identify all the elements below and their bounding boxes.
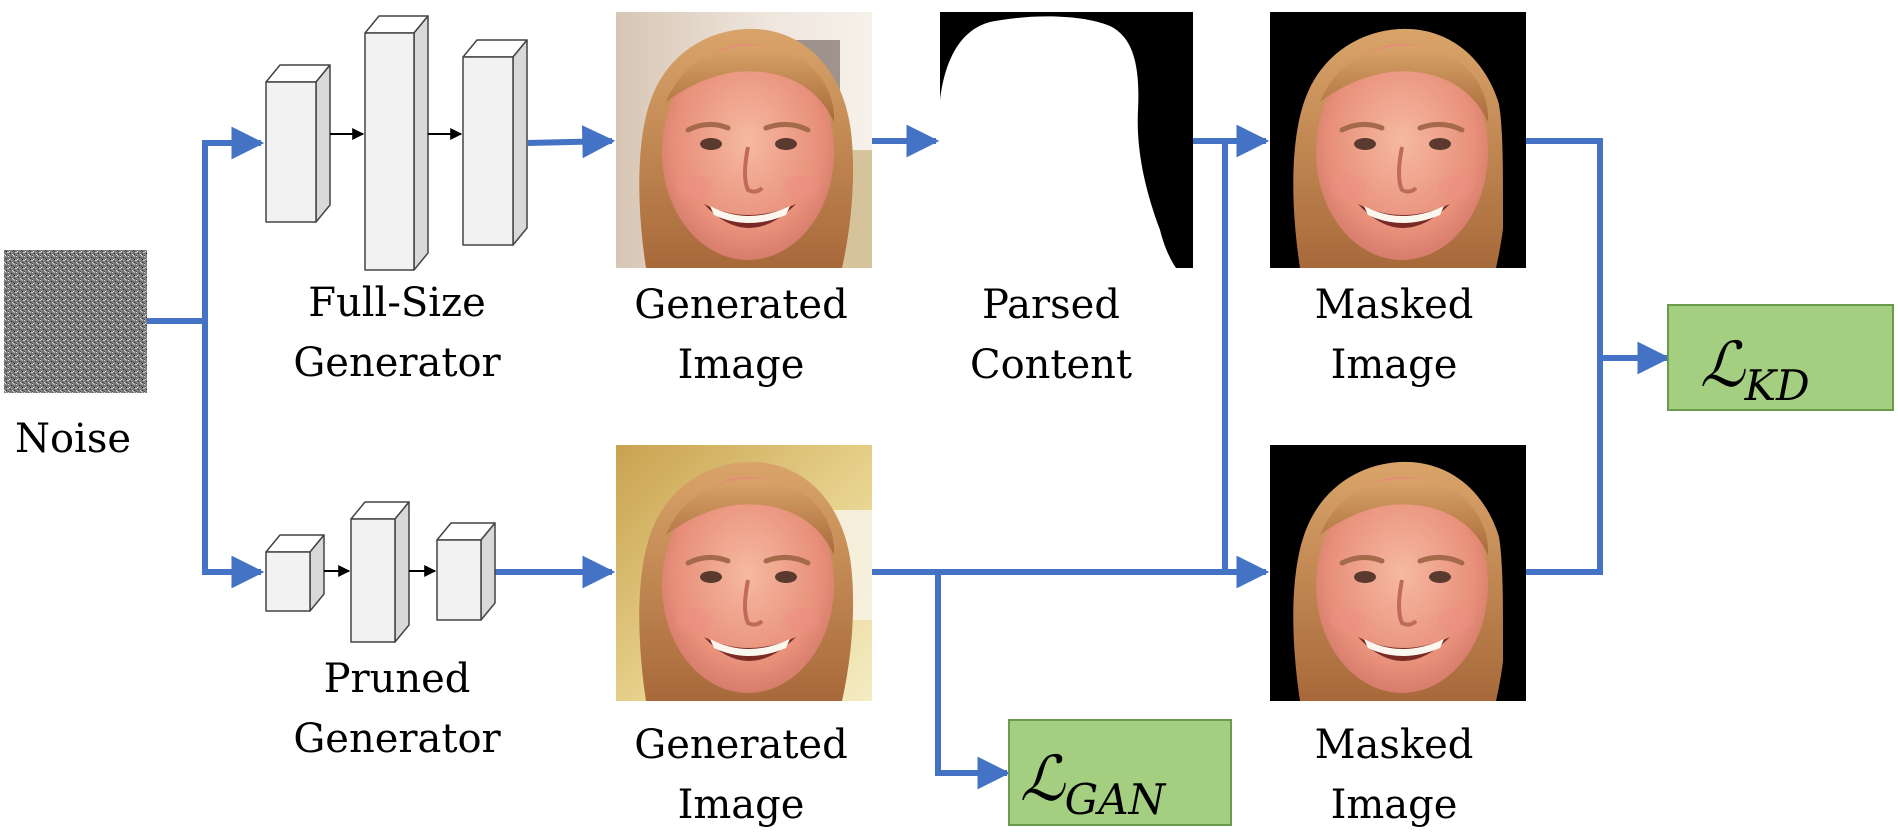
generated-image-top [616, 12, 872, 268]
kd-loss-box: ℒKD [1667, 304, 1894, 411]
svg-text:ℒGAN: ℒGAN [1020, 742, 1167, 824]
pruned-gen-block-1 [265, 534, 325, 612]
svg-text:ℒKD: ℒKD [1700, 328, 1810, 410]
noise-label: Noise [15, 416, 131, 462]
parsed-label-line1: Parsed [982, 282, 1120, 328]
full-gen-block-3 [462, 39, 528, 246]
noise-image [4, 250, 147, 393]
pruned-gen-block-2 [350, 501, 410, 643]
generated-image-bottom [616, 445, 872, 701]
split-to-pruned-generator [202, 321, 265, 589]
masked-top-label-line1: Masked [1315, 282, 1474, 328]
gan-loss-symbol: ℒ [1020, 742, 1066, 815]
gen-img-top-label-line2: Image [678, 342, 805, 388]
pruned-generator [265, 501, 496, 643]
masked-bottom-to-kd [1526, 358, 1603, 575]
gan-loss-subscript: GAN [1065, 775, 1167, 824]
masked-image-top [1270, 12, 1526, 268]
pruned-gen-label-line1: Pruned [324, 656, 471, 702]
split-to-full-generator [202, 126, 265, 321]
masked-bottom-label-line2: Image [1331, 782, 1458, 828]
connector-lines [147, 124, 1671, 790]
gen-img-top-label-line1: Generated [634, 282, 847, 328]
gan-loss-box: ℒGAN [1008, 719, 1232, 826]
full-gen-label-line1: Full-Size [308, 280, 486, 326]
parsed-content-mask [940, 12, 1193, 268]
masked-bottom-label-line1: Masked [1315, 722, 1474, 768]
full-generator-to-image [527, 125, 616, 159]
pruned-gen-label-line2: Generator [293, 716, 501, 762]
pruned-image-to-gan-loss [935, 572, 1011, 790]
kd-loss-symbol: ℒ [1700, 328, 1746, 401]
masked-image-bottom [1270, 445, 1526, 701]
full-gen-block-2 [364, 15, 429, 271]
parsed-label-line2: Content [970, 342, 1132, 388]
masked-top-to-kd [1526, 138, 1603, 358]
pruned-gen-block-3 [436, 522, 496, 621]
masked-top-label-line2: Image [1331, 342, 1458, 388]
full-size-generator [265, 15, 528, 271]
gen-img-bottom-label-line1: Generated [634, 722, 847, 768]
kd-loss-subscript: KD [1744, 361, 1810, 410]
gen-img-bottom-label-line2: Image [678, 782, 805, 828]
full-gen-block-1 [265, 64, 331, 223]
full-gen-label-line2: Generator [293, 340, 501, 386]
